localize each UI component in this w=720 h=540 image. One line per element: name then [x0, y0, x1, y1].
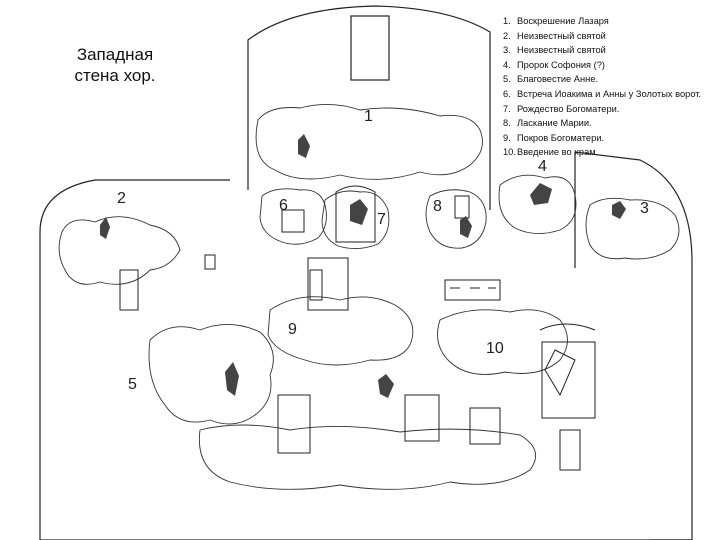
marker-3: 3: [640, 200, 649, 217]
figure-annunciation: [225, 362, 239, 396]
legend-item: 6.Встреча Иоакима и Анны у Золотых ворот…: [503, 88, 702, 99]
legend-item: 8.Ласкание Марии.: [503, 118, 592, 129]
figure-lazarus: [298, 134, 310, 158]
door-right: [469, 407, 501, 445]
marker-10: 10: [486, 340, 504, 357]
central-arch-outline: [247, 5, 491, 210]
top-window: [350, 15, 390, 81]
fresco-fragments: [58, 104, 680, 490]
marker-7: 7: [377, 211, 386, 228]
pillar-left: [119, 269, 139, 311]
legend-item: 3.Неизвестный святой: [503, 45, 606, 56]
figure-saint-left: [100, 217, 110, 239]
fragment-7: [321, 190, 390, 249]
small-window: [204, 254, 216, 270]
marker-5: 5: [128, 376, 137, 393]
fragment-8: [425, 189, 487, 249]
building-left: [307, 257, 349, 311]
legend: 1.Воскрешение Лазаря 2.Неизвестный свято…: [503, 14, 718, 160]
figure-nativity: [350, 199, 368, 225]
fragment-3: [585, 197, 680, 260]
right-arch-outline: [574, 151, 693, 540]
left-arch-outline: [39, 179, 230, 540]
temple-roof: [539, 323, 596, 331]
marker-9: 9: [288, 321, 297, 338]
figure-saint-right: [612, 201, 626, 219]
legend-item: 10.Введение во храм.: [503, 147, 599, 158]
legend-item: 4.Пророк Софония (?): [503, 59, 606, 70]
figure-marks: [100, 134, 626, 398]
page-title: Западная стена хор.: [40, 44, 190, 86]
fragment-5: [148, 324, 274, 425]
title-line-2: стена хор.: [74, 66, 156, 85]
legend-item: 9.Покров Богоматери.: [503, 132, 605, 143]
temple-ornament: [544, 349, 576, 397]
architecture-details: [119, 185, 596, 471]
fragment-lower: [198, 424, 537, 490]
gate-6: [281, 209, 305, 233]
fragment-10: [437, 309, 568, 375]
marker-1: 1: [364, 108, 373, 125]
title-line-1: Западная: [76, 45, 154, 64]
legend-item: 1.Воскрешение Лазаря: [503, 16, 609, 26]
door-left: [277, 394, 311, 454]
legend-item: 7.Рождество Богоматери.: [503, 103, 620, 114]
fragment-1: [255, 104, 483, 180]
marker-2: 2: [117, 190, 126, 207]
marker-4: 4: [538, 158, 547, 175]
figure-prophet: [530, 183, 552, 205]
arch-niche: [335, 185, 376, 243]
building-left-window: [309, 269, 323, 301]
figure-procession: [378, 374, 394, 398]
temple-facade: [541, 341, 596, 419]
fragment-4: [498, 174, 577, 234]
wall-band: [444, 279, 501, 301]
marker-8: 8: [433, 198, 442, 215]
legend-item: 5.Благовестие Анне.: [503, 74, 599, 85]
fragment-2: [58, 216, 181, 285]
wall-outline: [39, 5, 693, 540]
fragment-9: [267, 296, 414, 366]
stair-block: [559, 429, 581, 471]
figure-caressing: [460, 216, 472, 238]
scene-markers: 1 2 3 4 5 6 7 8 9 10: [117, 108, 649, 393]
fragment-6: [259, 188, 327, 245]
marker-6: 6: [279, 197, 288, 214]
column-8: [454, 195, 470, 219]
door-middle: [404, 394, 440, 442]
legend-item: 2.Неизвестный святой: [503, 30, 606, 41]
